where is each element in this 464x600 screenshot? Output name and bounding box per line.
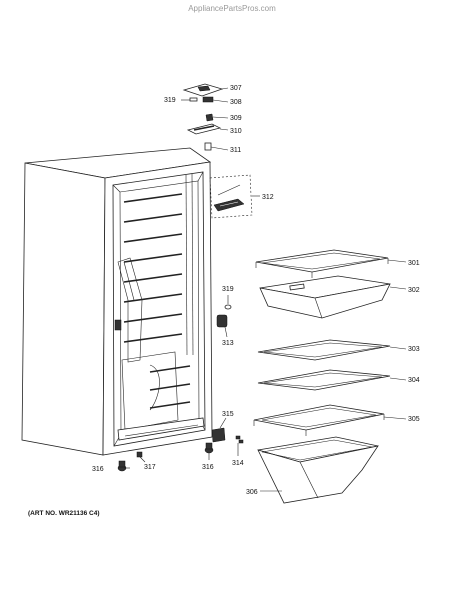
callout-309: 309	[230, 115, 242, 122]
leader-lines	[124, 87, 407, 492]
callout-319-mid: 319	[222, 286, 234, 293]
part-311-plug	[204, 142, 212, 151]
callout-301: 301	[408, 260, 420, 267]
callout-308: 308	[230, 99, 242, 106]
part-319-screw-2	[224, 304, 232, 310]
callout-315: 315	[222, 411, 234, 418]
part-315-hinge	[211, 427, 226, 443]
watermark: AppliancePartsPros.com	[188, 4, 276, 13]
callout-labels: 307 308 319 309 310 311 312 301 302 319 …	[92, 85, 420, 496]
callout-314: 314	[232, 460, 244, 467]
part-314-fastener	[235, 435, 244, 444]
callout-310: 310	[230, 128, 242, 135]
callout-307: 307	[230, 85, 242, 92]
callout-313: 313	[222, 340, 234, 347]
part-308-clip	[202, 96, 214, 103]
part-313-hinge	[216, 314, 228, 328]
callout-316-mid: 316	[202, 464, 214, 471]
part-302-drawer	[259, 275, 391, 319]
part-312-light-assembly	[209, 174, 253, 219]
part-303-glass-shelf	[257, 339, 391, 361]
part-319-screw	[189, 97, 198, 102]
callout-319-top: 319	[164, 97, 176, 104]
part-316-leveling-leg-2	[204, 442, 214, 454]
part-304-glass-shelf	[257, 369, 391, 391]
art-number: (ART NO. WR21136 C4)	[28, 510, 100, 517]
callout-306: 306	[246, 489, 258, 496]
callout-311: 311	[230, 147, 241, 154]
part-305-shelf	[253, 404, 385, 436]
part-306-crisper-drawer	[257, 436, 379, 504]
callout-303: 303	[408, 346, 420, 353]
part-309-knob	[205, 113, 214, 122]
part-316-leveling-leg	[117, 460, 127, 472]
part-310-control	[186, 123, 222, 135]
part-301-shelf	[255, 249, 389, 278]
part-307-bracket	[182, 83, 224, 97]
callout-317: 317	[144, 464, 156, 471]
callout-305: 305	[408, 416, 420, 423]
callout-302: 302	[408, 287, 420, 294]
callout-316-left: 316	[92, 466, 104, 473]
callout-304: 304	[408, 377, 420, 384]
refrigerator-cabinet	[21, 147, 213, 456]
part-317-screw	[136, 451, 143, 458]
callout-312: 312	[262, 194, 274, 201]
